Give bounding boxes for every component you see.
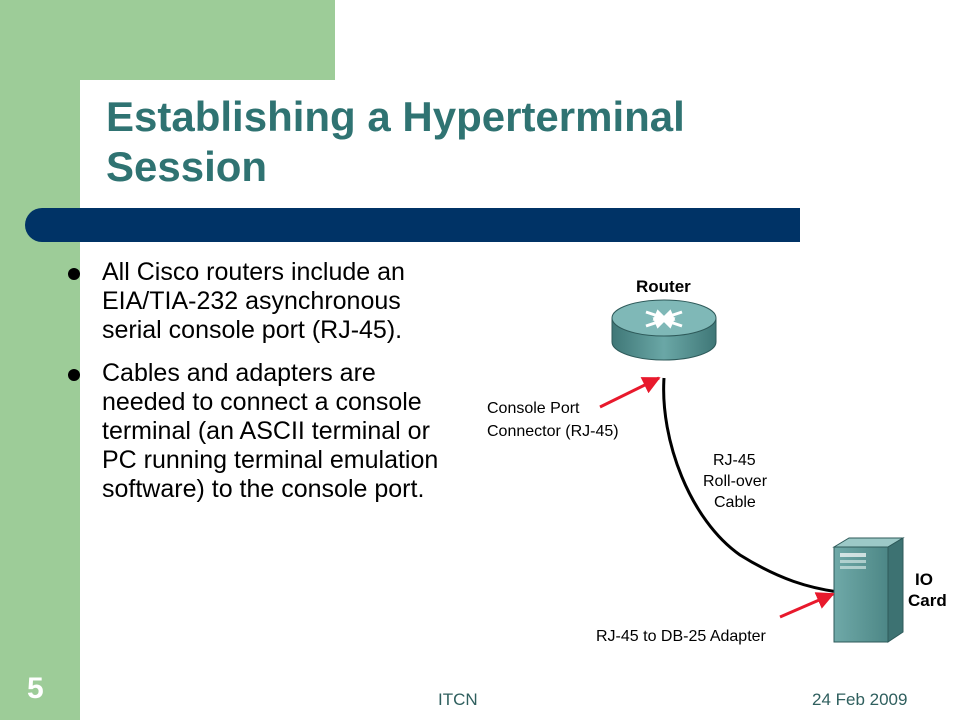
slide-number: 5 [27, 672, 44, 705]
cable-label-line-3: Cable [714, 494, 756, 511]
bullet-text: Cables and adapters are needed to connec… [102, 359, 439, 503]
footer-date: 24 Feb 2009 [812, 690, 908, 709]
adapter-arrow [779, 592, 835, 619]
console-port-label-line-2: Connector (RJ-45) [487, 423, 619, 440]
footer-center-text: ITCN [438, 690, 478, 709]
router-icon [611, 299, 717, 361]
cable-label-line-2: Roll-over [703, 473, 768, 490]
bullet-dot-icon [68, 268, 80, 280]
router-label: Router [636, 277, 691, 296]
bullet-list: All Cisco routers include an EIA/TIA-232… [62, 258, 462, 518]
cable-label-line-1: RJ-45 [713, 452, 756, 469]
pc-tower-icon [832, 537, 905, 643]
slide-title: Establishing a Hyperterminal Session [106, 92, 866, 192]
slide-title-line-1: Establishing a Hyperterminal [106, 93, 685, 140]
bullet-item: Cables and adapters are needed to connec… [62, 359, 462, 504]
adapter-label: RJ-45 to DB-25 Adapter [596, 628, 767, 645]
left-green-band [0, 0, 80, 720]
bullet-dot-icon [68, 369, 80, 381]
title-underline-bar [25, 208, 800, 242]
rollover-cable [662, 377, 839, 594]
bullet-item: All Cisco routers include an EIA/TIA-232… [62, 258, 462, 345]
console-port-arrow [599, 376, 661, 409]
slide-title-line-2: Session [106, 143, 268, 190]
top-green-band [80, 0, 335, 80]
io-card-label-line-1: IO [915, 570, 933, 589]
content-panel [80, 80, 960, 720]
io-card-label-line-2: Card [908, 591, 947, 610]
console-port-label-line-1: Console Port [487, 400, 580, 417]
bullet-text: All Cisco routers include an EIA/TIA-232… [102, 258, 405, 344]
